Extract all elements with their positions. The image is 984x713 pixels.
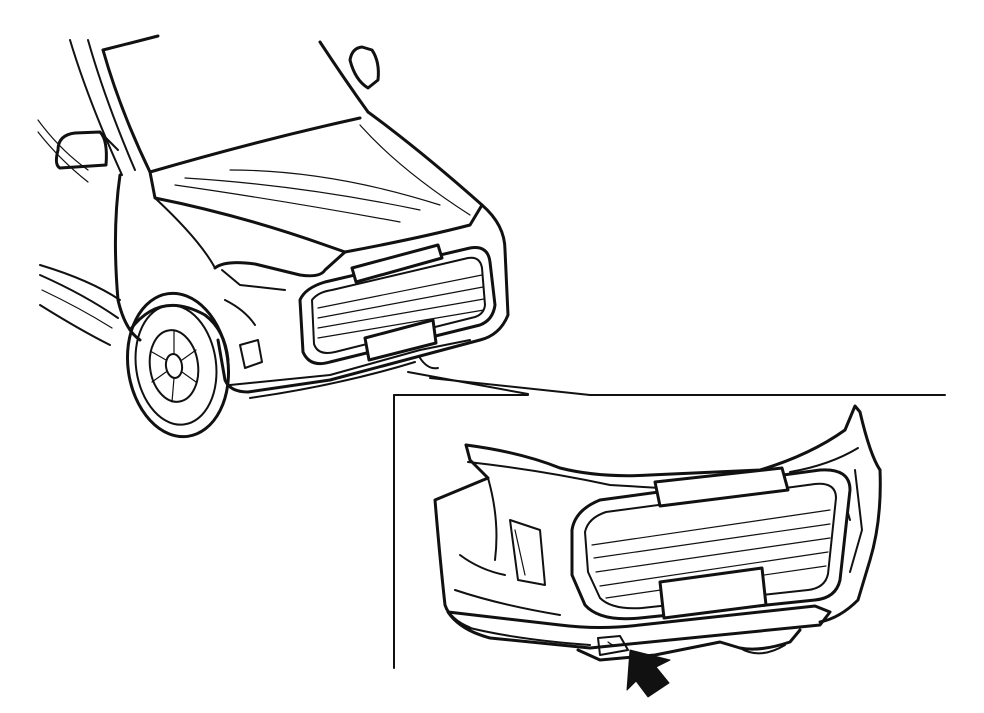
front-wheel [125, 291, 231, 439]
grille-emblem-bar-detail [653, 466, 790, 508]
windshield [69, 34, 370, 176]
license-plate [363, 318, 438, 362]
hood [148, 110, 484, 254]
arrow-indicator [626, 649, 671, 698]
grille-emblem-bar [350, 243, 444, 284]
tow-hook-cover [597, 635, 629, 656]
vehicle-front-overview [37, 34, 510, 439]
grille [298, 246, 497, 366]
front-bumper [216, 203, 510, 399]
side-mirror-right [348, 45, 380, 90]
front-bumper-detail [433, 404, 882, 662]
license-plate-detail [658, 566, 768, 620]
fender [37, 119, 216, 346]
callout-leader [393, 371, 946, 669]
headlight [213, 250, 347, 291]
side-mirror-left [54, 130, 119, 170]
